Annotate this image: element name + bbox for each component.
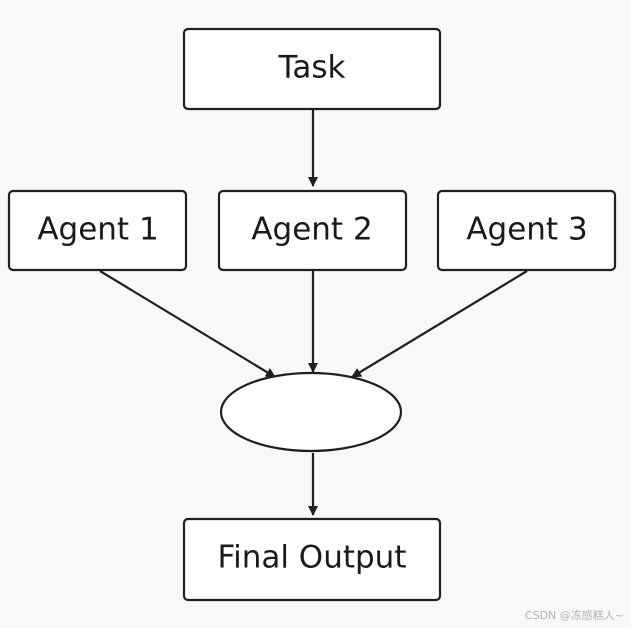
final-output-node: Final Output: [182, 517, 442, 602]
final-output-label: Final Output: [218, 540, 407, 576]
agent-3-node: Agent 3: [436, 189, 617, 272]
edge-agent3-to-aggregator: [351, 270, 528, 378]
agent-1-label: Agent 1: [37, 212, 158, 248]
task-label: Task: [278, 50, 346, 86]
agent-3-label: Agent 3: [466, 212, 587, 248]
csdn-watermark: CSDN @冻感糕人~: [525, 608, 624, 622]
edge-agent1-to-aggregator: [99, 270, 276, 378]
agent-2-label: Agent 2: [251, 212, 372, 248]
task-node: Task: [182, 27, 442, 111]
aggregator-node: [219, 371, 403, 453]
agent-2-node: Agent 2: [217, 189, 408, 272]
agent-1-node: Agent 1: [7, 189, 188, 272]
